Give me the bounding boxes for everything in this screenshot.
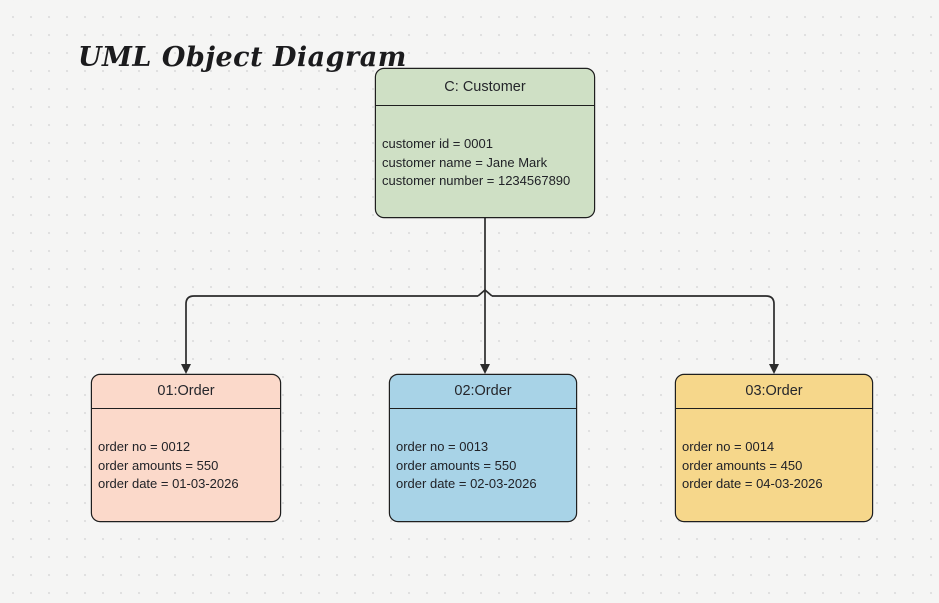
object-attribute: customer id = 0001 (382, 136, 493, 151)
object-attribute: customer number = 1234567890 (382, 173, 571, 189)
connector-right-branch (492, 295, 775, 365)
object-header-order-02: 02:Order (390, 375, 576, 409)
object-attributes: order no = 0013 order amounts = 550 orde… (390, 409, 576, 494)
arrowhead-center (480, 364, 490, 374)
object-attributes: customer id = 0001 customer name = Jane … (376, 106, 594, 191)
arrowhead-left (181, 364, 191, 374)
object-attribute: order amounts = 450 (682, 457, 803, 473)
object-attributes: order no = 0014 order amounts = 450 orde… (676, 409, 872, 494)
object-attribute: order no = 0013 (396, 439, 489, 454)
object-attribute: order amounts = 550 (396, 457, 517, 473)
object-box-customer[interactable]: C: Customer customer id = 0001 customer … (375, 68, 595, 218)
object-attributes: order no = 0012 order amounts = 550 orde… (92, 409, 280, 494)
diagram-title: UML Object Diagram (78, 42, 407, 73)
object-header-order-03: 03:Order (676, 375, 872, 409)
object-attribute: order no = 0012 (98, 439, 191, 454)
object-attribute: order no = 0014 (682, 439, 775, 454)
object-attribute: order date = 04-03-2026 (682, 476, 823, 492)
object-header-order-01: 01:Order (92, 375, 280, 409)
object-box-order-02[interactable]: 02:Order order no = 0013 order amounts =… (389, 374, 577, 522)
object-attribute: order date = 02-03-2026 (396, 476, 537, 492)
connector-left-branch (185, 295, 478, 365)
arrowhead-right (769, 364, 779, 374)
object-attribute: order amounts = 550 (98, 457, 219, 473)
object-header-customer: C: Customer (376, 69, 594, 106)
object-attribute: order date = 01-03-2026 (98, 476, 239, 492)
object-box-order-01[interactable]: 01:Order order no = 0012 order amounts =… (91, 374, 281, 522)
connector-junction (477, 288, 493, 297)
object-attribute: customer name = Jane Mark (382, 154, 548, 170)
object-box-order-03[interactable]: 03:Order order no = 0014 order amounts =… (675, 374, 873, 522)
